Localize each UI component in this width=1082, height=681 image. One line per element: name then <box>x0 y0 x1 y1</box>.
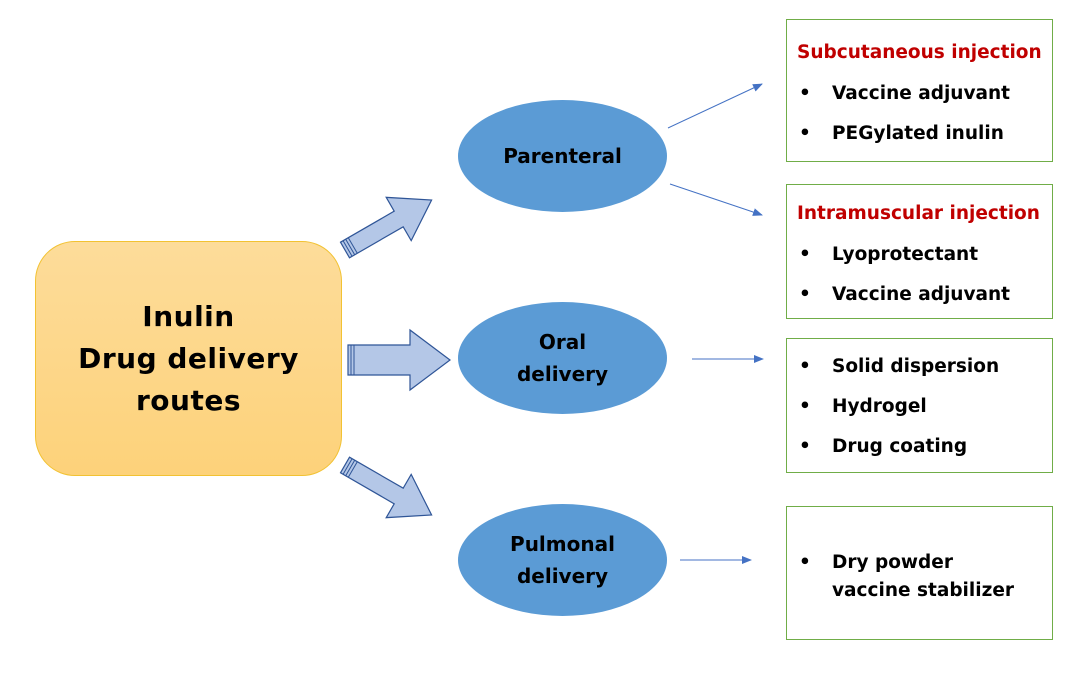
route-label: Oral <box>538 330 587 354</box>
block-arrow-to-pulmonal <box>339 456 433 519</box>
list-item: • Vaccine adjuvant <box>797 80 1052 120</box>
block-arrow-to-oral <box>347 328 451 392</box>
application-box-subcutaneous: Subcutaneous injection • Vaccine adjuvant… <box>786 19 1053 162</box>
application-box-pulmonal: • Dry powder vaccine stabilizer <box>786 506 1053 640</box>
route-node-oral: Oral delivery <box>458 302 667 414</box>
route-label: Parenteral <box>503 144 622 168</box>
root-line: Drug delivery <box>78 341 299 375</box>
box-heading: Intramuscular injection <box>797 203 1040 224</box>
block-arrow-to-parenteral <box>339 196 433 259</box>
list-item: • Vaccine adjuvant <box>797 281 1052 321</box>
item-text: Drug coating <box>832 436 968 457</box>
list-item: • PEGylated inulin <box>797 120 1052 160</box>
item-text: PEGylated inulin <box>832 123 1004 144</box>
bullet-icon: • <box>799 284 811 305</box>
box-heading: Subcutaneous injection <box>797 42 1042 63</box>
route-node-pulmonal: Pulmonal delivery <box>458 504 667 616</box>
list-item: • Drug coating <box>797 433 1052 473</box>
list-item: • Hydrogel <box>797 393 1052 433</box>
route-label: delivery <box>516 362 609 386</box>
item-text: Hydrogel <box>832 396 927 417</box>
root-line: Inulin <box>142 299 235 333</box>
item-text: Vaccine adjuvant <box>832 284 1011 305</box>
arrow-to-intramuscular <box>669 183 763 216</box>
root-line: routes <box>135 383 242 417</box>
bullet-icon: • <box>799 436 811 457</box>
list-item: • Dry powder vaccine stabilizer <box>797 549 1052 605</box>
application-box-intramuscular: Intramuscular injection • Lyoprotectant •… <box>786 184 1053 319</box>
bullet-icon: • <box>799 356 811 377</box>
route-label: Pulmonal <box>510 532 615 556</box>
arrow-to-subcutaneous <box>667 83 763 129</box>
item-text: Solid dispersion <box>832 356 1000 377</box>
list-item: • Lyoprotectant <box>797 241 1052 281</box>
bullet-icon: • <box>799 552 811 573</box>
item-text: Lyoprotectant <box>832 244 979 265</box>
bullet-icon: • <box>799 244 811 265</box>
bullet-icon: • <box>799 83 811 104</box>
route-node-parenteral: Parenteral <box>458 100 667 212</box>
item-text: Dry powder vaccine stabilizer <box>832 552 1015 601</box>
bullet-icon: • <box>799 396 811 417</box>
item-text: Vaccine adjuvant <box>832 83 1011 104</box>
bullet-icon: • <box>799 123 811 144</box>
list-item: • Solid dispersion <box>797 353 1052 393</box>
application-box-oral: • Solid dispersion • Hydrogel • Drug coatin… <box>786 338 1053 473</box>
route-label: delivery <box>516 564 609 588</box>
root-node: Inulin Drug delivery routes <box>35 241 342 476</box>
